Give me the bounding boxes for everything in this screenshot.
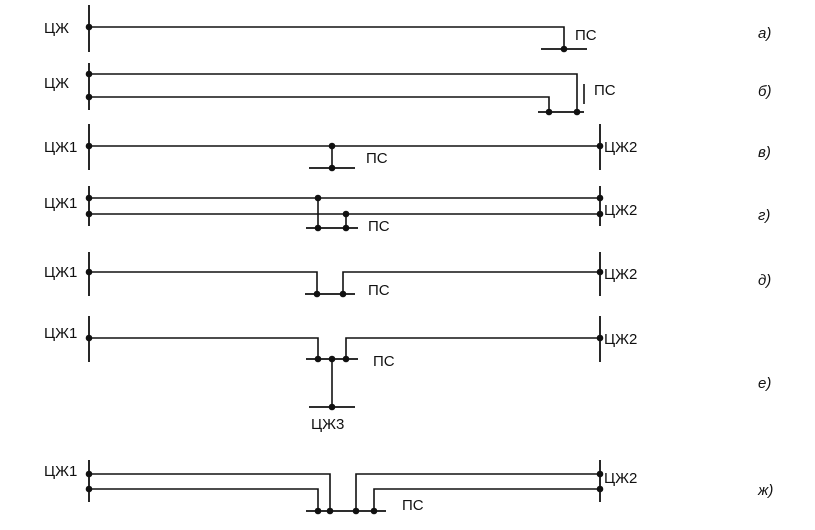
label-tsj: ЦЖ [44, 20, 69, 37]
label-tsj2: ЦЖ2 [604, 331, 637, 348]
node [352, 507, 360, 515]
variant-label-d: д) [758, 272, 771, 289]
scheme-e: ЦЖ1 ЦЖ3 ЦЖ2 ПС е) [44, 316, 771, 433]
label-ps: ПС [402, 497, 424, 514]
label-tsj1: ЦЖ1 [44, 195, 77, 212]
node [596, 470, 604, 478]
node [596, 194, 604, 202]
scheme-g: ЦЖ1 ЦЖ2 ПС г) [44, 186, 770, 235]
node [314, 224, 322, 232]
line [89, 488, 319, 511]
line [89, 96, 550, 112]
node [596, 334, 604, 342]
line [89, 26, 565, 49]
label-tsj: ЦЖ [44, 75, 69, 92]
variant-label-zh: ж) [757, 482, 773, 499]
label-ps: ПС [366, 150, 388, 167]
label-tsj2: ЦЖ2 [604, 202, 637, 219]
label-tsj2: ЦЖ2 [604, 470, 637, 487]
label-tsj1: ЦЖ1 [44, 139, 77, 156]
line [89, 337, 319, 359]
label-tsj1: ЦЖ1 [44, 463, 77, 480]
node [342, 224, 350, 232]
line [345, 337, 600, 359]
label-ps: ПС [368, 218, 390, 235]
variant-label-v: в) [758, 144, 771, 161]
label-tsj1: ЦЖ1 [44, 264, 77, 281]
line [89, 271, 318, 294]
node [314, 355, 322, 363]
node [342, 355, 350, 363]
line [89, 473, 331, 511]
scheme-a: ЦЖ ПС а) [44, 5, 771, 53]
variant-label-b: б) [758, 83, 771, 100]
scheme-d: ЦЖ1 ЦЖ2 ПС д) [44, 252, 771, 299]
node [596, 142, 604, 150]
node [328, 164, 336, 172]
variant-label-a: а) [758, 25, 771, 42]
scheme-v: ЦЖ1 ЦЖ2 ПС в) [44, 124, 771, 172]
scheme-b: ЦЖ ПС б) [44, 63, 771, 116]
scheme-zh: ЦЖ1 ЦЖ2 ПС ж) [44, 460, 773, 515]
node [370, 507, 378, 515]
label-tsj3: ЦЖ3 [311, 416, 344, 433]
label-tsj1: ЦЖ1 [44, 325, 77, 342]
node [596, 210, 604, 218]
line [342, 271, 600, 294]
node [596, 268, 604, 276]
node [314, 507, 322, 515]
label-tsj2: ЦЖ2 [604, 139, 637, 156]
node [339, 290, 347, 298]
node [328, 403, 336, 411]
label-ps: ПС [368, 282, 390, 299]
node [573, 108, 581, 116]
node [596, 485, 604, 493]
variant-label-e: е) [758, 375, 771, 392]
variant-label-g: г) [758, 207, 770, 224]
label-ps: ПС [575, 27, 597, 44]
node [560, 45, 568, 53]
node [313, 290, 321, 298]
label-ps: ПС [373, 353, 395, 370]
node [326, 507, 334, 515]
label-ps: ПС [594, 82, 616, 99]
line [89, 73, 578, 112]
line [373, 488, 600, 511]
node [545, 108, 553, 116]
line [355, 473, 600, 511]
label-tsj2: ЦЖ2 [604, 266, 637, 283]
